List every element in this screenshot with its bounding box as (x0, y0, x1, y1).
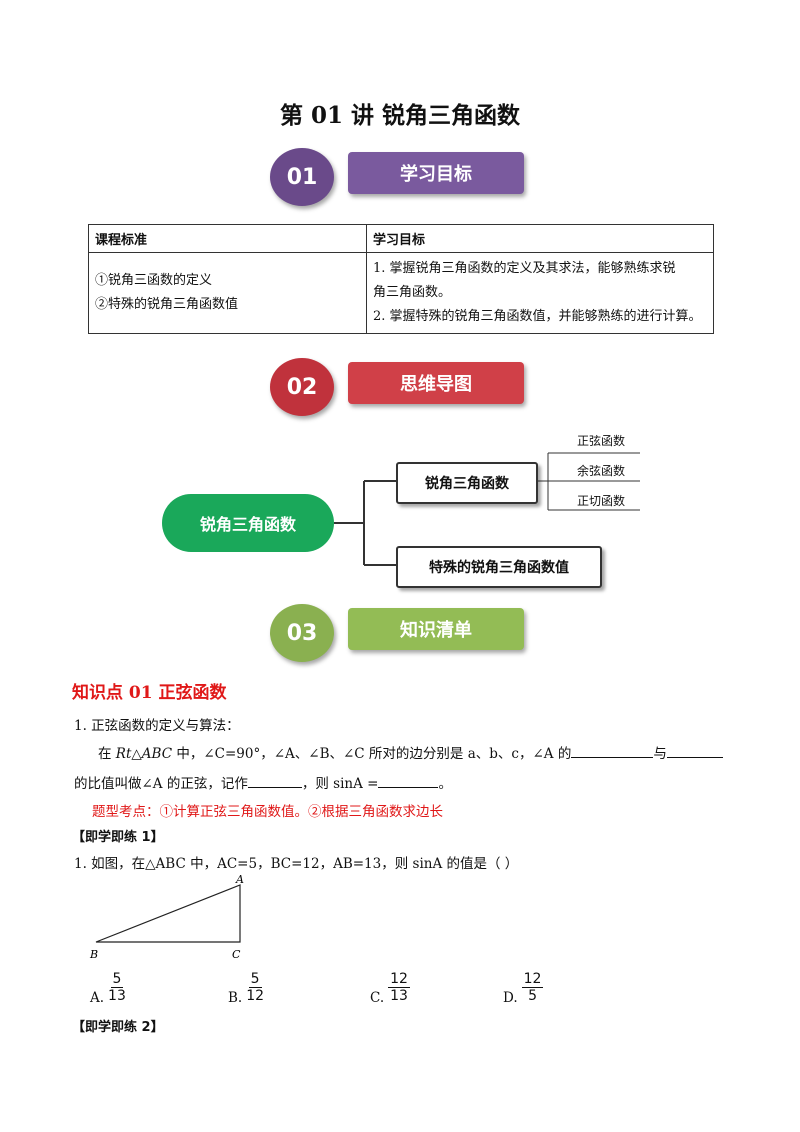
page-title: 第 01 讲 锐角三角函数 (279, 102, 521, 129)
section-number: 03 (270, 604, 334, 662)
section-banner-03: 03 知识清单 (270, 604, 530, 664)
blank-line (378, 773, 439, 788)
practice-heading-1: 【即学即练 1】 (72, 830, 164, 845)
mindmap-root: 锐角三角函数 (162, 494, 334, 552)
goal-line: 2. 掌握特殊的锐角三角函数值，并能够熟练的进行计算。 (373, 309, 702, 324)
mindmap-leaf-tangent: 正切函数 (577, 494, 626, 508)
section-label: 思维导图 (348, 362, 524, 404)
knowledge-point-heading: 知识点 01 正弦函数 (72, 683, 227, 703)
blank-line (571, 743, 654, 758)
blank-line (666, 743, 723, 758)
table-cell-standards: ①锐角三函数的定义 ②特殊的锐角三角函数值 (88, 252, 367, 334)
section-number: 02 (270, 358, 334, 416)
section-number: 01 (270, 148, 334, 206)
mindmap-branch-functions: 锐角三角函数 (396, 462, 538, 504)
section-label: 知识清单 (348, 608, 524, 650)
section-banner-02: 02 思维导图 (270, 358, 530, 418)
denominator: 5 (528, 987, 538, 1004)
item-title: 1. 正弦函数的定义与算法： (74, 718, 240, 734)
table-header-goal: 学习目标 (366, 224, 714, 253)
question-1: 1. 如图，在△ABC 中，AC=5，BC=12，AB=13，则 sinA 的值… (74, 856, 519, 872)
definition-line-2: 的比值叫做∠A 的正弦，记作 ，则 sinA = 。 (74, 772, 452, 792)
option-letter: B. (228, 990, 243, 1006)
def-text: ，则 sinA = (301, 776, 379, 792)
denominator: 13 (108, 987, 126, 1004)
section-label: 学习目标 (348, 152, 524, 194)
def-text: 与 (653, 746, 667, 762)
standard-item: ①锐角三函数的定义 (95, 273, 213, 288)
numerator: 5 (110, 970, 124, 988)
vertex-label-a: A (235, 873, 244, 886)
exam-tip: 题型考点：①计算正弦三角函数值。②根据三角函数求边长 (92, 804, 443, 820)
option-letter: A. (90, 990, 105, 1006)
vertex-label-b: B (89, 948, 98, 961)
goal-line: 1. 掌握锐角三角函数的定义及其求法，能够熟练求锐 (373, 261, 676, 276)
table-cell-goals: 1. 掌握锐角三角函数的定义及其求法，能够熟练求锐 角三角函数。 2. 掌握特殊… (366, 252, 714, 334)
def-text: 的比值叫做∠A 的正弦，记作 (74, 776, 248, 792)
mindmap-leaf-sine: 正弦函数 (577, 434, 626, 448)
numerator: 12 (521, 970, 544, 988)
standard-item: ②特殊的锐角三角函数值 (95, 297, 239, 312)
goal-line: 角三角函数。 (373, 285, 452, 300)
numerator: 12 (388, 970, 410, 988)
blank-line (247, 773, 302, 788)
vertex-label-c: C (232, 948, 241, 961)
course-table: 课程标准 学习目标 ①锐角三函数的定义 ②特殊的锐角三角函数值 1. 掌握锐角三… (88, 224, 714, 334)
practice-heading-2: 【即学即练 2】 (72, 1020, 164, 1035)
definition-line-1: 在 Rt△ABC 中，∠C=90°，∠A、∠B、∠C 所对的边分别是 a、b、c… (98, 742, 723, 762)
table-header-standard: 课程标准 (88, 224, 367, 253)
def-text: 。 (438, 776, 452, 792)
def-text: 在 (98, 746, 116, 762)
option-letter: D. (503, 990, 518, 1006)
mindmap-branch-special-values: 特殊的锐角三角函数值 (396, 546, 602, 588)
numerator: 5 (248, 970, 262, 988)
mindmap-leaf-cosine: 余弦函数 (577, 464, 626, 478)
def-text: 中，∠C=90°，∠A、∠B、∠C 所对的边分别是 a、b、c，∠A 的 (172, 746, 572, 762)
triangle-figure: A B C (89, 873, 244, 961)
section-banner-01: 01 学习目标 (270, 148, 530, 208)
denominator: 13 (390, 987, 408, 1004)
def-rt: Rt△ABC (115, 746, 173, 762)
denominator: 12 (246, 987, 265, 1004)
option-letter: C. (370, 990, 385, 1006)
